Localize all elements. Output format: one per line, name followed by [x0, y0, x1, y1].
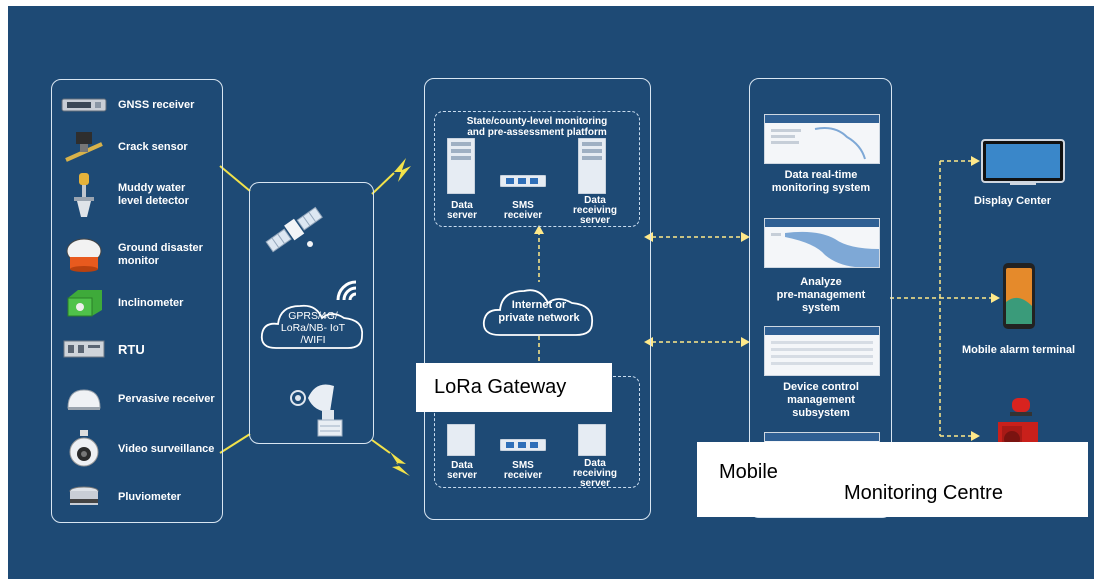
system-label: Analyze pre-management system	[776, 276, 866, 314]
server-icon	[446, 137, 476, 199]
platform-system-link-2	[644, 337, 750, 347]
diagram-canvas: GNSS receiver Crack sensor Muddy water l…	[8, 6, 1094, 579]
monitoring-system-screenshot	[764, 114, 880, 164]
water-level-detector-icon	[60, 173, 108, 217]
server-label: Data server	[446, 200, 478, 221]
monitoring-centre-label: Monitoring Centre	[844, 482, 1003, 504]
antenna-icon	[286, 376, 350, 443]
system-label: Device control management subsystem	[783, 381, 859, 419]
lora-gateway-label-box: LoRa Gateway	[416, 363, 612, 412]
monitoring-centre-label-box: Mobile Monitoring Centre	[697, 442, 1088, 517]
wireless-bolt-bottom	[371, 439, 410, 476]
lora-gateway-label: LoRa Gateway	[434, 376, 567, 398]
wifi-signal-icon	[334, 278, 364, 309]
server-icon-lower	[446, 423, 476, 461]
smartphone-icon	[1002, 262, 1036, 335]
receiving-server-label: Data receiving server	[573, 195, 617, 226]
sensor-label: Ground disaster monitor	[118, 242, 203, 267]
terminal-label: Display Center	[974, 195, 1052, 207]
sensor-link-bottom	[219, 433, 251, 454]
network-label: Internet or private network	[498, 299, 580, 324]
mobile-label: Mobile	[719, 461, 778, 483]
video-camera-icon	[60, 430, 108, 467]
sms-receiver-label-lower: SMS receiver	[503, 460, 543, 481]
transmission-panel	[249, 182, 374, 444]
system-label: Data real-time monitoring system	[771, 169, 871, 194]
sensor-label: Pluviometer	[118, 490, 181, 503]
platform-title: State/county-level monitoring and pre-as…	[466, 116, 608, 138]
sensor-link-top	[219, 165, 251, 192]
inclinometer-icon	[60, 286, 108, 320]
pluviometer-icon	[60, 480, 108, 514]
sensor-label: Muddy water level detector	[118, 182, 189, 207]
sensor-item-ground-disaster: Ground disaster monitor	[60, 238, 203, 272]
sensor-item-pervasive: Pervasive receiver	[60, 382, 215, 416]
transmission-label: GPRS/4G/ LoRa/NB- IoT /WIFI	[280, 310, 346, 346]
receiving-server-icon-lower	[577, 423, 607, 461]
satellite-icon	[264, 204, 326, 259]
gnss-receiver-icon	[60, 88, 108, 122]
server-label-lower: Data server	[446, 460, 478, 481]
sensor-item-pluviometer: Pluviometer	[60, 480, 181, 514]
systems-panel	[749, 78, 892, 518]
sensor-label: Crack sensor	[118, 140, 188, 153]
device-control-screenshot	[764, 326, 880, 376]
sensor-item-crack: Crack sensor	[60, 130, 188, 164]
receiving-server-label-lower: Data receiving server	[573, 458, 617, 489]
platform-upper-group	[434, 111, 640, 227]
sensor-item-video: Video surveillance	[60, 430, 215, 467]
sensor-label: GNSS receiver	[118, 98, 195, 111]
analysis-system-screenshot	[764, 218, 880, 268]
sensor-label: RTU	[118, 341, 145, 357]
receiving-server-icon	[577, 137, 607, 199]
sensor-item-inclinometer: Inclinometer	[60, 286, 183, 320]
terminal-branch-lines	[890, 156, 1000, 441]
cloud-transmission: GPRS/4G/ LoRa/NB- IoT /WIFI	[258, 294, 368, 356]
sms-receiver-icon-lower	[499, 438, 547, 456]
rtu-icon	[60, 332, 108, 366]
sensor-item-gnss: GNSS receiver	[60, 88, 194, 122]
sms-receiver-icon	[499, 174, 547, 192]
platform-system-link-1	[644, 232, 750, 242]
network-cloud: Internet or private network	[480, 279, 598, 341]
wireless-bolt-top	[371, 158, 411, 195]
sensor-panel	[51, 79, 223, 523]
crack-sensor-icon	[60, 130, 108, 164]
platform-panel	[424, 78, 651, 520]
terminal-label: Mobile alarm terminal	[962, 344, 1076, 356]
sensor-label: Video surveillance	[118, 442, 215, 455]
sensor-label: Pervasive receiver	[118, 392, 215, 405]
sensor-item-rtu: RTU	[60, 332, 145, 366]
monitor-icon	[980, 138, 1066, 195]
sensor-label: Inclinometer	[118, 296, 184, 309]
sensor-item-water-level: Muddy water level detector	[60, 173, 189, 217]
ground-disaster-monitor-icon	[60, 238, 108, 272]
sms-receiver-label: SMS receiver	[503, 200, 543, 221]
pervasive-receiver-icon	[60, 382, 108, 416]
